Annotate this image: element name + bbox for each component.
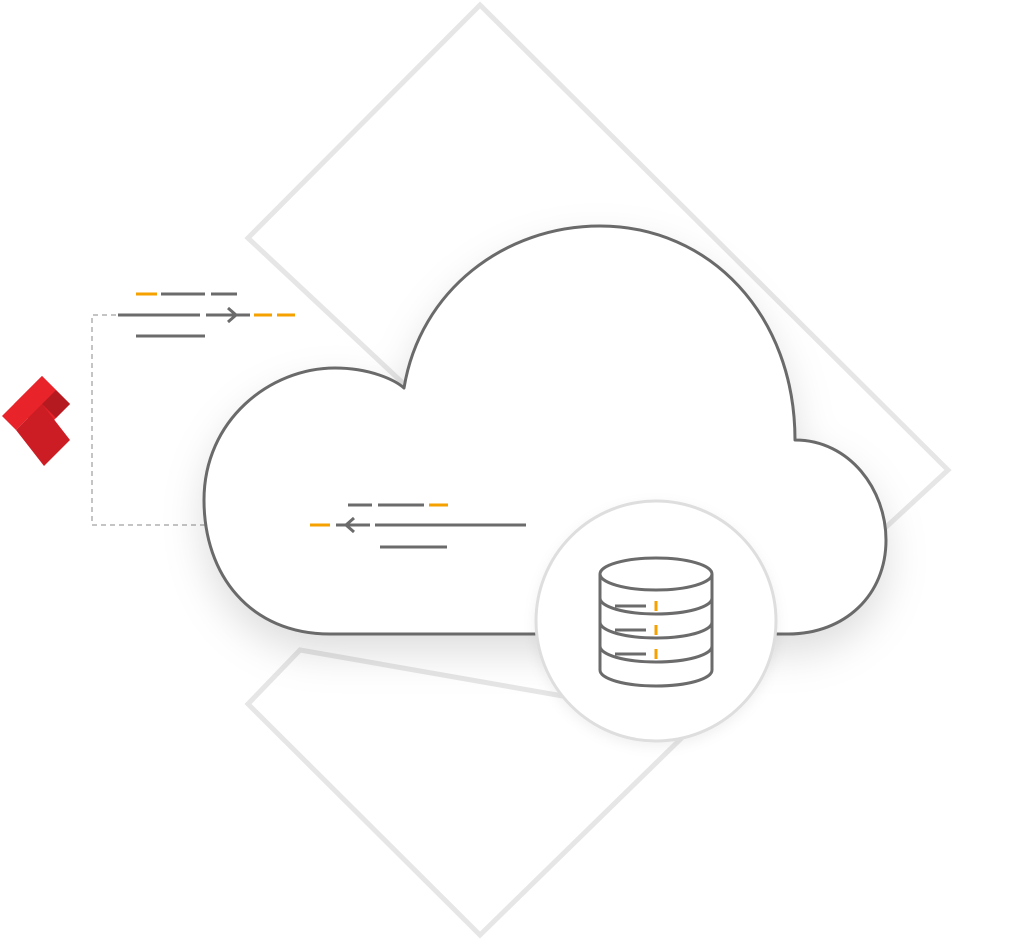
red-chevron-logo-icon bbox=[2, 376, 70, 466]
database-badge bbox=[534, 499, 778, 743]
outgoing-arrow-icon bbox=[118, 292, 295, 338]
incoming-arrow-icon bbox=[310, 503, 526, 549]
database-badge-circle bbox=[534, 499, 778, 743]
database-icon bbox=[598, 556, 714, 688]
dashed-connector bbox=[91, 314, 310, 526]
